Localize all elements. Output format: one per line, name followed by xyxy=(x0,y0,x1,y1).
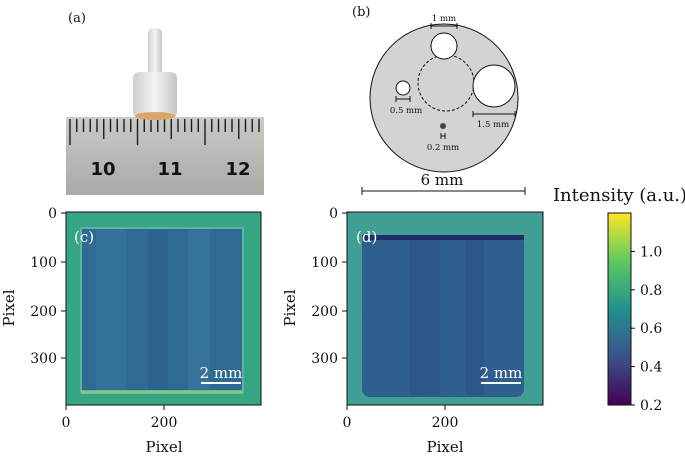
colorbar-tick-label: 0.4 xyxy=(640,360,662,376)
panel-a-letter: (a) xyxy=(68,11,86,26)
d-ylabel: Pixel xyxy=(281,289,299,326)
panel-d-axes: 0 100 200 300 0 200 Pixel Pixel xyxy=(281,206,464,456)
d-xlabel: Pixel xyxy=(426,438,463,456)
panel-b-letter: (b) xyxy=(352,5,370,20)
hole-1mm xyxy=(430,32,458,60)
sample-pin-body xyxy=(133,72,177,118)
hole-0-2mm xyxy=(440,123,446,129)
panel-d-top-edge xyxy=(362,235,524,240)
label-1mm: 1 mm xyxy=(432,14,456,24)
panel-d-scalebar-label: 2 mm xyxy=(480,364,523,382)
panel-d-image: (d) 2 mm xyxy=(346,211,544,406)
sample-pin-tip xyxy=(135,112,175,120)
c-ytick-label-200: 200 xyxy=(30,304,57,320)
panel-b-schematic: (b) 1 mm 0.5 mm 1.5 mm 0.2 mm 6 mm xyxy=(352,5,526,195)
ruler-number-11: 11 xyxy=(157,159,182,180)
panel-a-photo: (a) 10 11 12 xyxy=(66,11,264,195)
panel-c-band-1 xyxy=(96,230,126,390)
ruler-ticks xyxy=(69,119,260,145)
label-0-5mm: 0.5 mm xyxy=(390,106,422,116)
sample-pin-stem xyxy=(148,28,162,76)
colorbar-gradient xyxy=(607,212,632,406)
label-1-5mm: 1.5 mm xyxy=(477,120,509,130)
ruler-number-10: 10 xyxy=(90,159,115,180)
panel-c-scalebar-label: 2 mm xyxy=(200,364,243,382)
dim-1mm xyxy=(430,23,458,29)
ruler-number-12: 12 xyxy=(225,159,250,180)
panel-d-letter: (d) xyxy=(356,228,377,246)
panel-c-image: (c) 2 mm xyxy=(65,211,262,406)
dim-0-5mm xyxy=(395,96,411,102)
colorbar-tick-label: 0.2 xyxy=(640,398,662,414)
label-6mm: 6 mm xyxy=(421,171,464,189)
d-ytick-label-300: 300 xyxy=(311,351,338,367)
c-ytick-label-100: 100 xyxy=(30,255,57,271)
panel-c-bottom-edge xyxy=(81,390,243,394)
sample-disc xyxy=(369,23,519,173)
panel-c-axes: 0 100 200 300 0 200 Pixel Pixel xyxy=(0,206,183,456)
colorbar-tick-label: 1.0 xyxy=(640,244,662,260)
c-ylabel: Pixel xyxy=(0,289,18,326)
c-ytick-label-300: 300 xyxy=(30,351,57,367)
panel-d-band-1 xyxy=(410,237,440,395)
colorbar-title: Intensity (a.u.) xyxy=(553,185,685,206)
d-ytick-label-100: 100 xyxy=(311,255,338,271)
colorbar-ticks: 1.0 0.8 0.6 0.4 0.2 xyxy=(631,244,662,414)
scale-6mm xyxy=(361,187,526,195)
c-xtick-label-0: 0 xyxy=(62,415,71,431)
panel-c-letter: (c) xyxy=(74,228,94,246)
dim-0-2mm xyxy=(440,133,446,139)
d-ytick-label-0: 0 xyxy=(329,206,338,222)
panel-d-band-2 xyxy=(466,237,484,395)
d-ytick-label-200: 200 xyxy=(311,304,338,320)
c-xlabel: Pixel xyxy=(145,438,182,456)
panel-c-band-3 xyxy=(188,230,210,390)
colorbar-tick-label: 0.8 xyxy=(640,283,662,299)
c-ytick-label-0: 0 xyxy=(48,206,57,222)
c-xtick-label-200: 200 xyxy=(151,415,178,431)
colorbar: Intensity (a.u.) 1.0 0.8 0.6 0.4 0.2 xyxy=(553,185,685,414)
d-xtick-label-0: 0 xyxy=(343,415,352,431)
colorbar-tick-label: 0.6 xyxy=(640,321,662,337)
d-xtick-label-200: 200 xyxy=(432,415,459,431)
dim-1-5mm xyxy=(472,111,516,117)
hole-0-5mm xyxy=(395,80,411,96)
panel-c-band-2 xyxy=(148,230,168,390)
label-0-2mm: 0.2 mm xyxy=(427,143,459,153)
hole-1-5mm xyxy=(472,64,516,108)
